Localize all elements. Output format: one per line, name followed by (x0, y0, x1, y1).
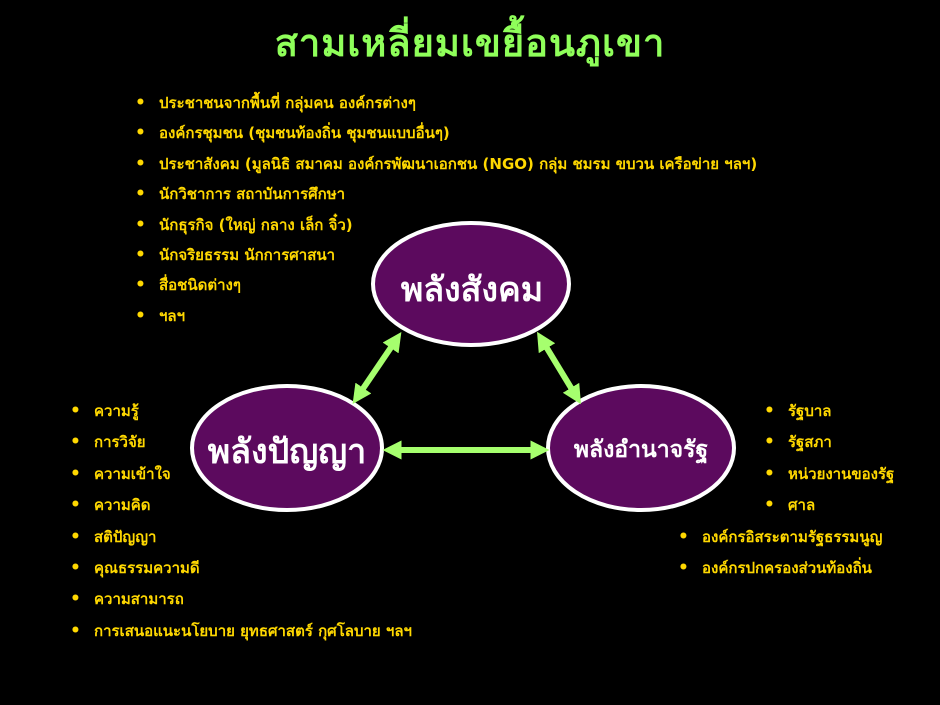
page-title: สามเหลี่ยมเขยื้อนภูเขา (274, 21, 666, 65)
list-item: ประชาสังคม (มูลนิธิ สมาคม องค์กรพัฒนาเอก… (135, 149, 757, 179)
list-item: ฯลฯ (135, 301, 757, 331)
list-item: ประชาชนจากพื้นที่ กลุ่มคน องค์กรต่างๆ (135, 88, 757, 118)
node-wisdom-label: พลังปัญญา (207, 432, 367, 472)
list-item: การเสนอแนะนโยบาย ยุทธศาสตร์ กุศโลบาย ฯลฯ (70, 616, 412, 647)
arrow-social-wisdom (352, 332, 402, 404)
list-item: รัฐบาล (764, 396, 894, 427)
list-item: ความสามารถ (70, 584, 412, 615)
node-social-label: พลังสังคม (400, 270, 544, 310)
list-item: องค์กรอิสระตามรัฐธรรมนูญ (678, 522, 894, 553)
arrow-social-state (537, 331, 581, 405)
list-item: นักวิชาการ สถาบันการศึกษา (135, 179, 757, 209)
list-item: คุณธรรมความดี (70, 553, 412, 584)
list-item: นักธุรกิจ (ใหญ่ กลาง เล็ก จิ๋ว) (135, 210, 757, 240)
list-item: ความคิด (70, 490, 412, 521)
social-members-list: ประชาชนจากพื้นที่ กลุ่มคน องค์กรต่างๆ อง… (135, 88, 757, 331)
node-social (371, 221, 571, 347)
list-item: องค์กรปกครองส่วนท้องถิ่น (678, 553, 894, 584)
node-wisdom (190, 384, 384, 512)
list-item: ความเข้าใจ (70, 459, 412, 490)
list-item: สติปัญญา (70, 522, 412, 553)
list-item: รัฐสภา (764, 427, 894, 458)
node-state-label: พลังอำนาจรัฐ (573, 437, 709, 463)
wisdom-members-list: ความรู้ การวิจัย ความเข้าใจ ความคิด สติป… (70, 396, 412, 647)
list-item: ความรู้ (70, 396, 412, 427)
list-item: หน่วยงานของรัฐ (764, 459, 894, 490)
list-item: ศาล (764, 490, 894, 521)
list-item: การวิจัย (70, 427, 412, 458)
list-item: นักจริยธรรม นักการศาสนา (135, 240, 757, 270)
list-item: องค์กรชุมชน (ชุมชนท้องถิ่น ชุมชนแบบอื่นๆ… (135, 118, 757, 148)
state-members-list: รัฐบาล รัฐสภา หน่วยงานของรัฐ ศาล องค์กรอ… (678, 396, 894, 584)
list-item: สื่อชนิดต่างๆ (135, 270, 757, 300)
